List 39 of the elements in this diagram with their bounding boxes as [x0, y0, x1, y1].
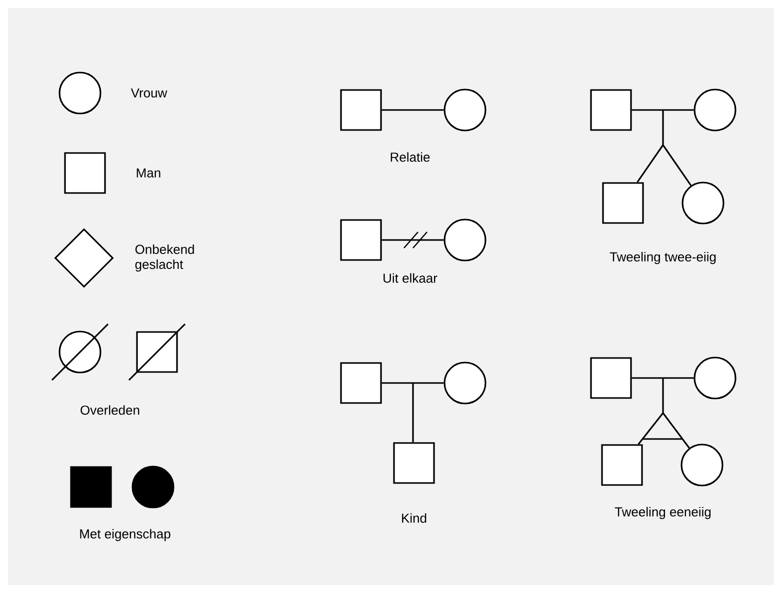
circle-symbol	[694, 356, 736, 400]
caption-label: Overleden	[80, 405, 140, 415]
caption-label: Met eigenschap	[80, 528, 170, 542]
square-symbol	[340, 219, 382, 261]
relationship-line	[632, 109, 694, 111]
circle-symbol	[680, 444, 724, 486]
square-symbol	[393, 442, 435, 484]
symbol-label: Vrouw	[130, 88, 168, 98]
filled-square-symbol	[70, 466, 112, 508]
square-symbol	[590, 89, 632, 131]
descent-line	[412, 383, 414, 442]
symbol-label: Onbekend geslacht	[135, 244, 194, 272]
symbol-label: Man	[136, 168, 160, 178]
square-symbol	[602, 182, 644, 224]
relationship-line	[382, 109, 444, 111]
circle-symbol	[444, 218, 486, 262]
caption-label: Uit elkaar	[384, 273, 438, 283]
twin-descent-line	[638, 377, 690, 449]
square-symbol	[340, 89, 382, 131]
caption-label: Relatie	[390, 152, 430, 162]
twin-descent-line	[636, 109, 692, 186]
circle-symbol	[58, 72, 102, 114]
square-symbol	[340, 362, 382, 404]
caption-label: Tweeling eeneiig	[614, 506, 711, 520]
circle-symbol	[444, 362, 486, 404]
relationship-line	[382, 382, 444, 384]
circle-symbol	[694, 88, 736, 132]
circle-symbol	[682, 182, 724, 224]
square-symbol	[64, 152, 106, 194]
square-symbol	[601, 444, 643, 486]
caption-label: Kind	[402, 513, 426, 523]
square-symbol	[590, 357, 632, 399]
caption-label: Tweeling twee-eiig	[610, 252, 716, 264]
relationship-line	[382, 239, 444, 241]
relationship-line	[632, 377, 694, 379]
deceased-circle-symbol	[51, 323, 109, 381]
circle-symbol	[444, 88, 486, 132]
deceased-square-symbol	[128, 323, 186, 381]
filled-circle-symbol	[132, 466, 174, 508]
